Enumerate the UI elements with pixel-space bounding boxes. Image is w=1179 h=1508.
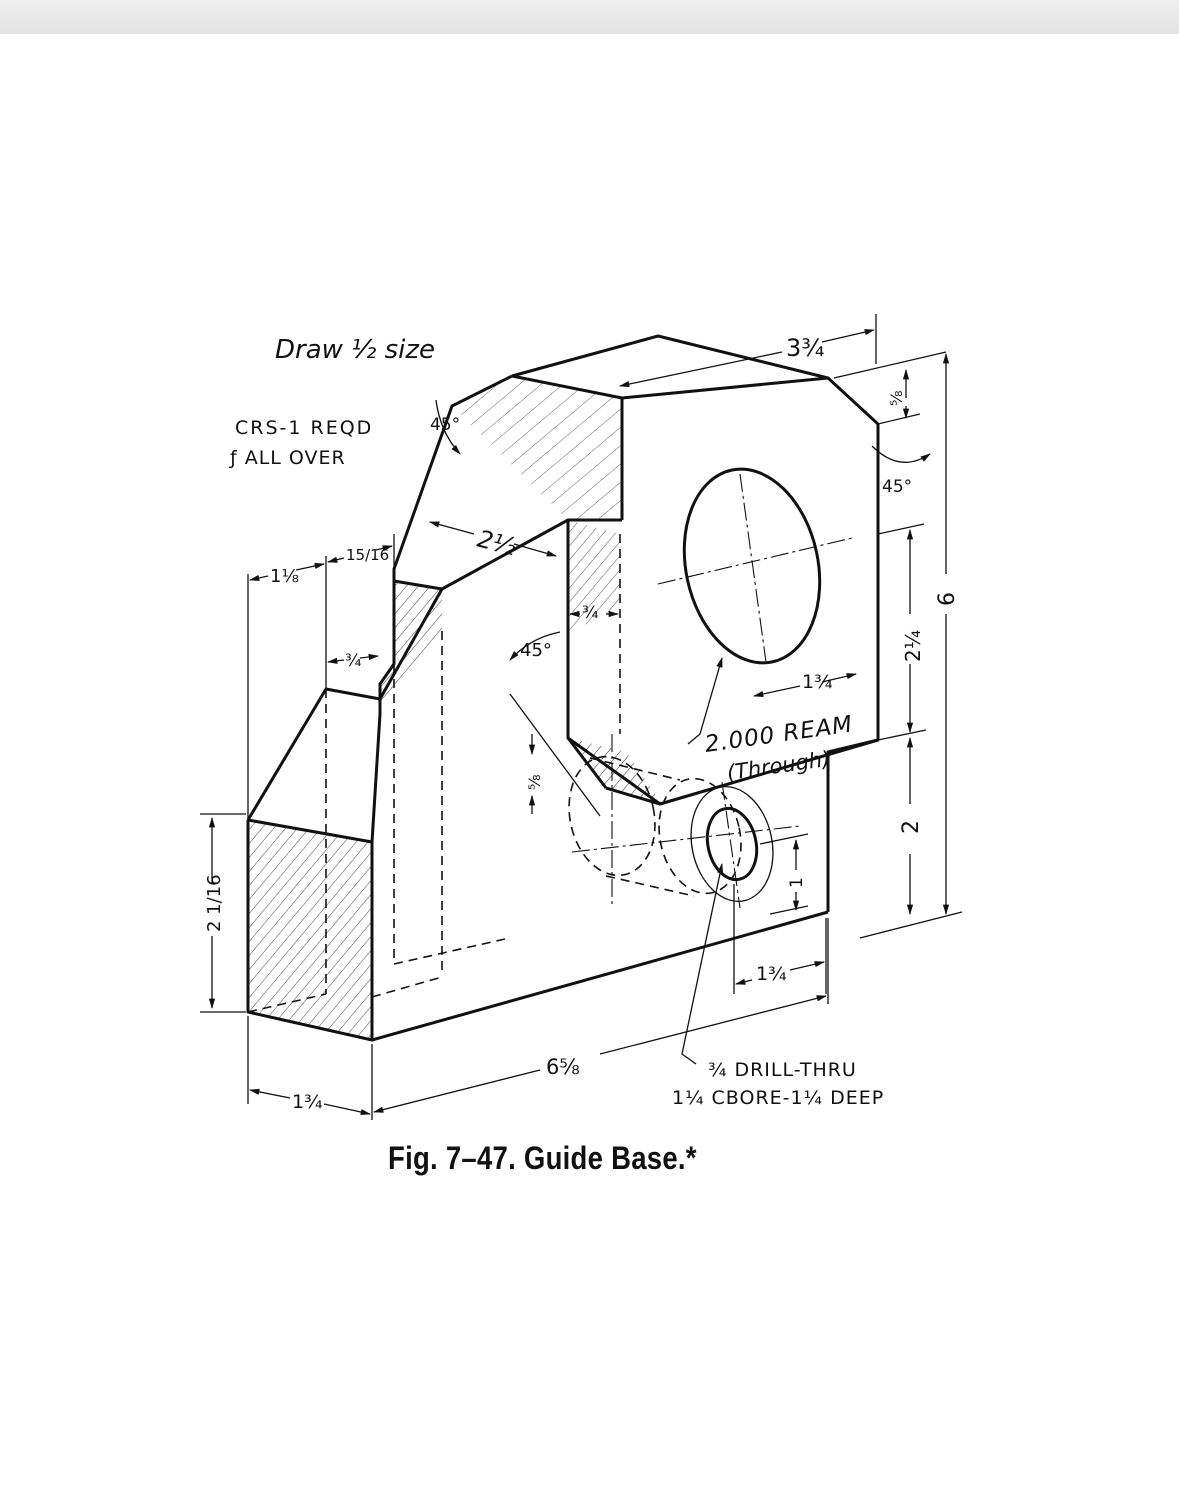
dim-incline-width: 2½	[475, 525, 519, 561]
dim-angle-top-right: 45°	[882, 477, 912, 497]
dim-overall-height: 6	[935, 592, 960, 606]
hidden-lines	[247, 534, 742, 1013]
viewer-toolbar	[0, 0, 1179, 34]
dim-overall-length: 6⅝	[546, 1055, 580, 1079]
dim-angle-top-left: 45°	[430, 415, 460, 435]
dim-angle-middle: 45°	[520, 640, 552, 661]
dim-left-height: 2 1/16	[204, 874, 225, 932]
material-note-1: CRS-1 REQD	[235, 417, 373, 439]
guide-base-drawing: Draw ½ size CRS-1 REQD ƒ ALL OVER 3¾ ⅝ 4…	[200, 314, 963, 1120]
dim-top-chamfer: ⅝	[887, 390, 906, 406]
ream-hole	[682, 467, 822, 665]
scale-note: Draw ½ size	[275, 335, 435, 365]
dim-step-left: 1⅛	[270, 566, 299, 587]
dim-base-depth: 1¾	[292, 1091, 323, 1113]
dim-slot-width: ¾	[345, 651, 361, 671]
figure-caption: Fig. 7–47. Guide Base.*	[388, 1140, 697, 1176]
cbore-outline	[690, 786, 774, 902]
drill-callout-1: ¾ DRILL-THRU	[708, 1059, 857, 1081]
dim-upper-height: 2¼	[901, 630, 925, 662]
drill-callout-2: 1¼ CBORE-1¼ DEEP	[672, 1087, 884, 1109]
shaded-faces	[248, 376, 662, 1040]
center-lines	[571, 473, 853, 909]
dim-notch-depth: ⅝	[525, 774, 544, 790]
object-edges	[246, 334, 880, 1042]
document-page	[0, 34, 1179, 1508]
dim-top-width: 3¾	[786, 334, 825, 362]
dim-lower-height: 2	[899, 820, 924, 834]
dim-cbore-vertical: 1	[787, 877, 807, 888]
material-note-2: ƒ ALL OVER	[228, 447, 346, 469]
dim-hole-offset: 1¾	[802, 671, 833, 693]
dimension-labels: Draw ½ size CRS-1 REQD ƒ ALL OVER 3¾ ⅝ 4…	[204, 334, 960, 1113]
dimension-lines	[200, 314, 963, 1120]
drill-hole	[705, 806, 759, 882]
dim-cbore-horizontal: 1¾	[756, 963, 787, 985]
dim-step-right: 15/16	[346, 546, 389, 564]
dim-notch-width: ¾	[582, 603, 598, 623]
holes	[682, 467, 822, 902]
